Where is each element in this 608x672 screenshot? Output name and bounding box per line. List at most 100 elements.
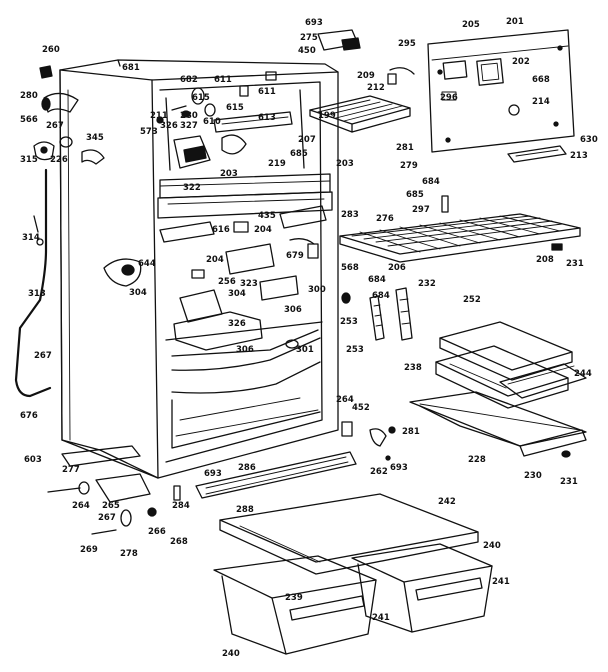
part-label: 230	[524, 471, 542, 481]
part-label: 209	[357, 71, 375, 81]
wire-shelf	[339, 195, 581, 263]
part-label: 568	[341, 263, 359, 273]
part-label: 685	[406, 190, 424, 200]
part-label: 304	[129, 288, 147, 298]
crisper-drawer-left	[213, 555, 377, 655]
part-label: 684	[422, 177, 440, 187]
back-panel	[427, 29, 575, 153]
crisper-cover	[219, 493, 479, 575]
control-assembly	[156, 71, 293, 169]
part-label: 278	[120, 549, 138, 559]
part-label: 315	[20, 155, 38, 165]
part-label: 603	[24, 455, 42, 465]
part-label: 668	[532, 75, 550, 85]
part-label: 616	[212, 225, 230, 235]
part-label: 268	[170, 537, 188, 547]
part-label: 693	[204, 469, 222, 479]
part-label: 211	[150, 111, 168, 121]
part-label: 213	[570, 151, 588, 161]
part-label: 615	[192, 93, 210, 103]
part-label: 327	[180, 121, 198, 131]
part-label: 630	[580, 135, 598, 145]
part-label: 205	[462, 20, 480, 30]
part-label: 276	[376, 214, 394, 224]
part-label: 323	[240, 279, 258, 289]
part-label: 280	[20, 91, 38, 101]
meat-pan-assembly	[435, 321, 587, 409]
part-label: 304	[228, 289, 246, 299]
refrigerator-cabinet	[59, 59, 339, 479]
part-label: 345	[86, 133, 104, 143]
shelf-support-rail	[507, 145, 567, 163]
part-label: 306	[284, 305, 302, 315]
part-label: 684	[372, 291, 390, 301]
part-label: 284	[172, 501, 190, 511]
part-label: 452	[352, 403, 370, 413]
part-label: 615	[226, 103, 244, 113]
part-label: 281	[402, 427, 420, 437]
part-label: 277	[62, 465, 80, 475]
top-hinge-bracket	[317, 29, 361, 51]
part-label: 613	[258, 113, 276, 123]
bottom-parts	[47, 421, 396, 535]
part-label: 610	[203, 117, 221, 127]
drain-tube	[14, 168, 52, 398]
part-label: 214	[532, 97, 550, 107]
part-label: 301	[296, 345, 314, 355]
part-label: 204	[206, 255, 224, 265]
part-label: 242	[438, 497, 456, 507]
part-label: 275	[300, 33, 318, 43]
part-label: 297	[412, 205, 430, 215]
glass-shelf	[409, 391, 587, 458]
part-label: 644	[138, 259, 156, 269]
part-label: 231	[560, 477, 578, 487]
part-label: 676	[20, 411, 38, 421]
part-label: 296	[440, 93, 458, 103]
part-label: 314	[22, 233, 40, 243]
part-label: 684	[368, 275, 386, 285]
part-label: 279	[400, 161, 418, 171]
part-label: 280	[180, 111, 198, 121]
part-label: 201	[506, 17, 524, 27]
part-label: 693	[305, 18, 323, 28]
part-label: 682	[180, 75, 198, 85]
part-label: 573	[140, 127, 158, 137]
part-label: 435	[258, 211, 276, 221]
part-label: 203	[336, 159, 354, 169]
part-label: 295	[398, 39, 416, 49]
part-label: 208	[536, 255, 554, 265]
part-label: 204	[254, 225, 272, 235]
part-label: 253	[340, 317, 358, 327]
part-label: 232	[418, 279, 436, 289]
part-label: 267	[46, 121, 64, 131]
part-label: 266	[148, 527, 166, 537]
freezer-shelf	[309, 67, 415, 133]
part-label: 265	[102, 501, 120, 511]
part-label: 264	[336, 395, 354, 405]
part-label: 264	[72, 501, 90, 511]
part-label: 286	[238, 463, 256, 473]
crisper-drawer-right	[351, 543, 493, 633]
part-label: 693	[390, 463, 408, 473]
part-label: 231	[566, 259, 584, 269]
part-label: 322	[183, 183, 201, 193]
part-label: 252	[463, 295, 481, 305]
part-label: 262	[370, 467, 388, 477]
part-label: 239	[285, 593, 303, 603]
part-label: 206	[388, 263, 406, 273]
part-label: 300	[308, 285, 326, 295]
part-label: 326	[228, 319, 246, 329]
part-label: 238	[404, 363, 422, 373]
part-label: 219	[268, 159, 286, 169]
part-label: 566	[20, 115, 38, 125]
mullion-components	[103, 205, 327, 351]
part-label: 685	[290, 149, 308, 159]
part-label: 256	[218, 277, 236, 287]
part-label: 267	[98, 513, 116, 523]
part-label: 241	[372, 613, 390, 623]
part-label: 283	[341, 210, 359, 220]
part-label: 199	[318, 111, 336, 121]
part-label: 611	[214, 75, 232, 85]
